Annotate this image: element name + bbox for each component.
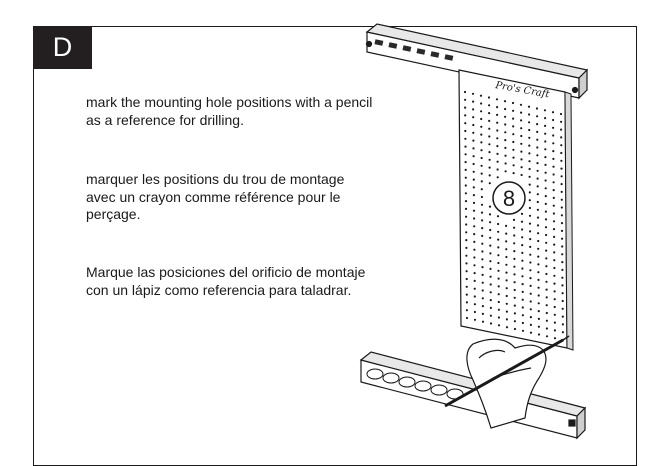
part-number-label: 8 — [503, 186, 515, 211]
top-rail-icon — [365, 23, 589, 100]
mounting-illustration: Pro's Craft 8 — [359, 23, 589, 440]
part-number-circle — [492, 181, 526, 215]
instruction-english: mark the mounting hole positions with a … — [86, 94, 373, 128]
pegboard-icon: Pro's Craft 8 — [458, 69, 574, 351]
instruction-spanish: Marque las posiciones del orificio de mo… — [86, 264, 366, 298]
hand-with-pencil-icon — [444, 335, 570, 429]
step-badge: D — [33, 26, 92, 69]
instruction-french: marquer les positions du trou de montage… — [86, 171, 345, 222]
step-letter: D — [52, 32, 73, 62]
